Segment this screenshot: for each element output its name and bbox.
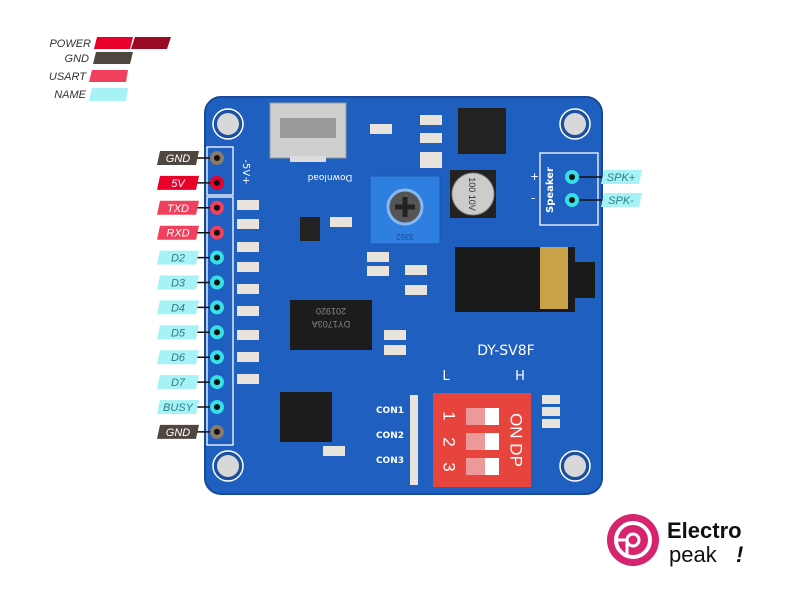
switch-low-label: L: [442, 369, 450, 384]
pin-label: SPK+: [607, 172, 636, 184]
pin-label-tag: [601, 170, 642, 184]
decoder-chip: 201920 DY1703A: [290, 300, 372, 350]
flash-chip: [280, 392, 332, 442]
capacitor-label: 100 10V: [467, 177, 477, 211]
pin-d4-6: D4: [157, 300, 224, 315]
con2-label: CON2: [376, 431, 404, 441]
legend-gnd-label: GND: [65, 53, 90, 65]
pin-d2-4: D2: [157, 250, 224, 265]
electropeak-logo: Electro peak !: [607, 514, 743, 567]
chip-text-1: DY1703A: [312, 319, 351, 329]
pin-label: D3: [171, 278, 186, 290]
pin-label: D2: [171, 253, 185, 265]
brand-line1: Electro: [667, 518, 742, 543]
pin-label: RXD: [166, 228, 189, 240]
potentiometer: 3362: [369, 175, 441, 245]
pcb-board: Download -5V+ 3362: [204, 96, 603, 495]
pin-gnd-0: GND: [157, 151, 224, 165]
brand-line2: peak: [669, 542, 718, 567]
dip-label: ON DP: [507, 413, 526, 467]
pin-label-tag: [157, 225, 199, 240]
pin-label: SPK-: [608, 195, 634, 207]
switch-high-label: H: [515, 369, 525, 384]
legend-power-swatch: [94, 37, 133, 49]
pot-label: 3362: [396, 232, 414, 241]
pin-label: BUSY: [163, 402, 194, 414]
pin-txd-2: TXD: [157, 200, 224, 215]
pin-label-tag: [157, 200, 199, 215]
pin-label-tag: [157, 424, 199, 439]
pin-spk-minus: SPK-: [565, 193, 642, 207]
pin-d6-8: D6: [157, 350, 224, 365]
power-silk-label: -5V+: [240, 159, 251, 184]
dip-number-3: 3: [440, 462, 459, 471]
legend-power-label: POWER: [49, 38, 91, 50]
pin-label-tag: [157, 350, 199, 365]
pin-label: TXD: [167, 203, 189, 215]
dip-switch[interactable]: 1 2 3 ON DP: [433, 393, 531, 487]
pin-gnd-11: GND: [157, 424, 224, 439]
pin-d3-5: D3: [157, 275, 224, 290]
pin-label: D7: [171, 377, 186, 389]
pin-label-tag: [157, 325, 199, 340]
pin-spk-plus: SPK+: [565, 170, 642, 184]
transistor: [300, 217, 320, 241]
pin-label-tag: [157, 250, 199, 265]
legend-gnd-swatch: [93, 52, 133, 64]
pin-rxd-3: RXD: [157, 225, 224, 240]
con3-label: CON3: [376, 456, 404, 466]
micro-usb-port: [269, 102, 347, 162]
dip-number-1: 1: [440, 411, 459, 420]
pin-label-tag: [157, 175, 199, 190]
usb-silk-label: Download: [308, 172, 353, 182]
electrolytic-capacitor: 100 10V: [450, 170, 496, 218]
brand-mark: !: [736, 542, 743, 567]
con1-label: CON1: [376, 406, 404, 416]
pin-5v-1: 5V: [157, 175, 224, 190]
legend-usart-label: USART: [49, 71, 87, 83]
legend-name-swatch: [89, 88, 128, 101]
chip-text-2: 201920: [316, 306, 346, 316]
pin-label: D6: [171, 352, 186, 364]
legend-power-swatch-2: [131, 37, 171, 49]
legend: POWER GND USART NAME: [49, 37, 171, 101]
pin-label: D5: [171, 327, 186, 339]
pin-label: GND: [166, 153, 191, 165]
dip-number-2: 2: [440, 437, 459, 446]
pin-label-tag: [601, 193, 642, 207]
pin-label: 5V: [171, 178, 186, 190]
pin-label-tag: [157, 375, 199, 390]
pin-d7-9: D7: [157, 375, 224, 390]
pin-label-tag: [157, 400, 199, 414]
audio-jack: [455, 247, 595, 312]
pin-label: GND: [166, 427, 191, 439]
legend-name-label: NAME: [54, 89, 86, 101]
mounting-hole-icon: [212, 108, 591, 482]
pin-d5-7: D5: [157, 325, 224, 340]
pin-busy-10: BUSY: [157, 400, 224, 414]
pin-label-tag: [157, 275, 199, 290]
pin-label: D4: [171, 302, 185, 314]
amplifier-chip: [458, 108, 506, 154]
speaker-silk-label: Speaker: [545, 167, 556, 213]
speaker-pin-header: SPK+ SPK-: [565, 170, 642, 207]
legend-usart-swatch: [89, 70, 128, 82]
pin-label-tag: [157, 300, 199, 315]
model-label: DY-SV8F: [477, 343, 534, 359]
smd-components: [237, 115, 560, 485]
pin-label-tag: [157, 151, 199, 165]
minus-silk: -: [531, 191, 535, 205]
plus-silk: +: [530, 170, 539, 183]
